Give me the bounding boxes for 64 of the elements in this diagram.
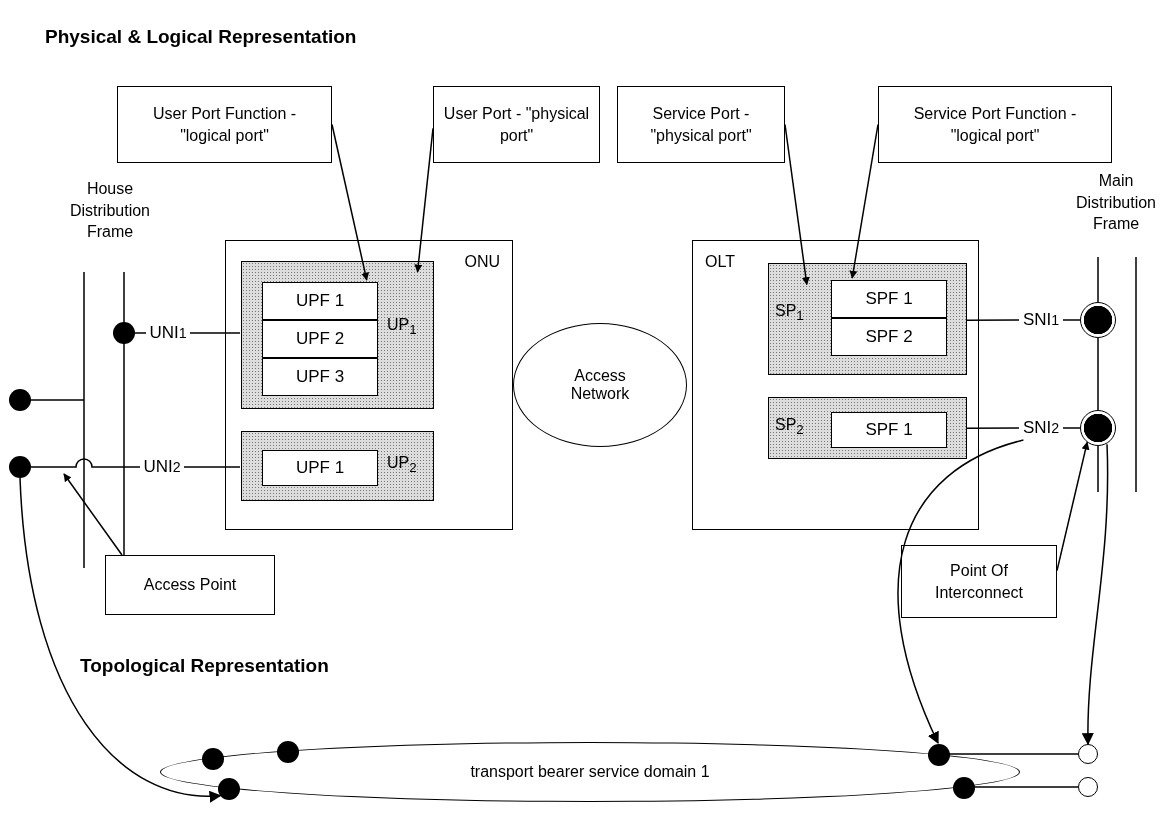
frame-label: House Distribution Frame — [69, 179, 151, 243]
callout-box: User Port Function - "logical port" — [117, 86, 332, 163]
connector-symbol — [1080, 410, 1116, 446]
device-label: ONU — [464, 253, 500, 271]
port-label: SP$_{2}$ — [775, 416, 804, 438]
port-label: UP$_{2}$ — [387, 454, 417, 476]
connection-dot — [218, 778, 240, 800]
port-label: SP$_{1}$ — [775, 302, 804, 324]
function-cell: UPF 2 — [262, 320, 378, 358]
connection-line — [183, 466, 241, 468]
function-cell: UPF 3 — [262, 358, 378, 396]
callout-box: Access Point — [105, 555, 275, 615]
port-box — [241, 431, 434, 501]
arrow — [897, 439, 1025, 745]
arrow — [19, 477, 222, 802]
device-box — [692, 240, 979, 530]
connection-dot — [928, 744, 950, 766]
leader-line — [784, 123, 810, 286]
function-cell: SPF 2 — [831, 318, 947, 356]
domain-label: transport bearer service domain 1 — [470, 763, 710, 781]
port-box — [768, 397, 967, 459]
connection-dot — [9, 456, 31, 478]
function-cell: SPF 1 — [831, 412, 947, 448]
terminal-circle — [1078, 777, 1098, 797]
callout-box: Service Port Function - "logical port" — [878, 86, 1112, 163]
function-cell: UPF 1 — [262, 450, 378, 486]
connection-dot — [202, 748, 224, 770]
leader-line — [1056, 441, 1090, 572]
port-box — [241, 261, 434, 409]
frame-label: Main Distribution Frame — [1075, 171, 1157, 235]
connection-line — [965, 427, 1020, 429]
function-cell: UPF 1 — [262, 282, 378, 320]
connection-dot — [953, 777, 975, 799]
arrow — [1082, 443, 1109, 746]
connector-symbol — [1080, 302, 1116, 338]
connection-dot — [277, 741, 299, 763]
connection-line — [30, 458, 141, 468]
terminal-circle — [1078, 744, 1098, 764]
network-ellipse: Access Network — [513, 323, 687, 447]
connection-line — [189, 332, 241, 334]
diagram-title: Physical & Logical Representation — [45, 26, 357, 48]
callout-box: Point Of Interconnect — [901, 545, 1057, 618]
device-label: OLT — [705, 253, 735, 271]
leader-line — [331, 123, 370, 281]
port-box — [768, 263, 967, 375]
connection-line — [134, 332, 147, 334]
connection-line — [30, 399, 85, 401]
function-cell: SPF 1 — [831, 280, 947, 318]
device-box — [225, 240, 513, 530]
connection-line — [1062, 319, 1081, 321]
connection-line — [1097, 337, 1099, 411]
connection-line — [965, 319, 1020, 321]
connection-dot — [9, 389, 31, 411]
section-heading: Topological Representation — [80, 655, 329, 677]
port-label: UP$_{1}$ — [387, 316, 417, 338]
callout-box: Service Port - "physical port" — [617, 86, 785, 163]
connection-line — [948, 753, 1079, 755]
leader-line — [849, 123, 879, 279]
connection-line — [1062, 427, 1081, 429]
connection-dot — [113, 322, 135, 344]
connection-line — [973, 786, 1079, 788]
leader-line — [414, 127, 434, 273]
callout-box: User Port - "physical port" — [433, 86, 600, 163]
leader-line — [63, 473, 123, 556]
